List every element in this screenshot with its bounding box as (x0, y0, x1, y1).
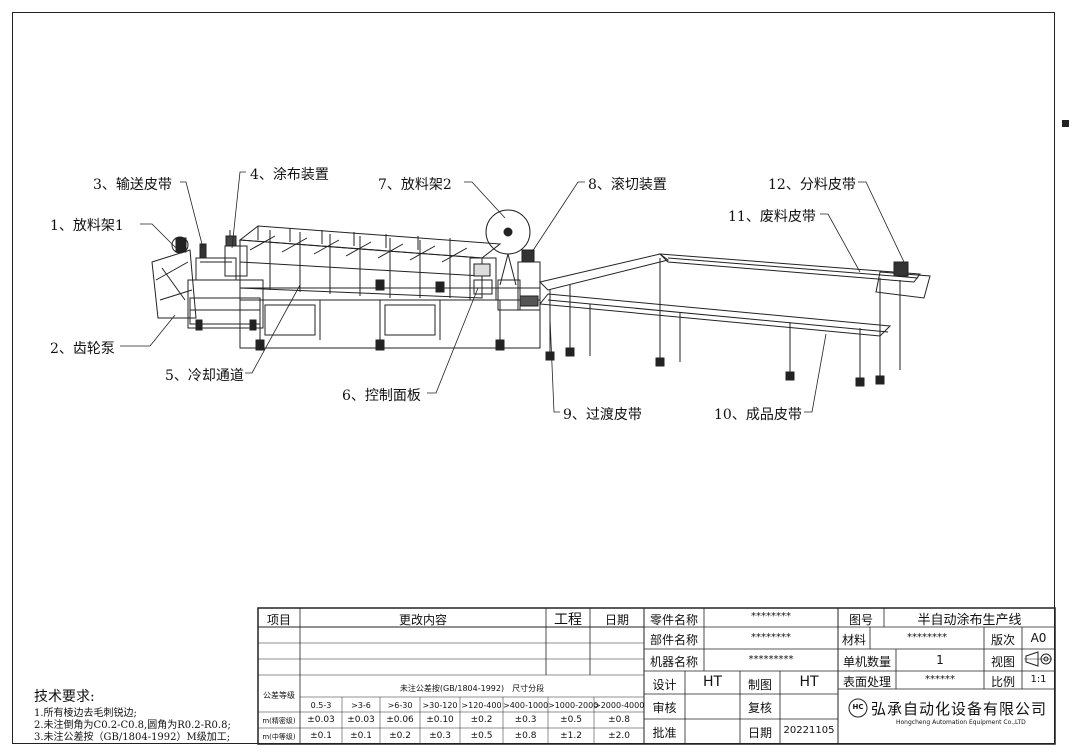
design-label: 设计 (652, 678, 677, 692)
distribution-belt (875, 261, 931, 299)
machine-name-value: ********* (748, 654, 794, 665)
tolerance-cell: ±0.03 (307, 715, 335, 725)
tolerance-range: >1000-2000 (548, 701, 599, 710)
registration-mark (1062, 120, 1069, 127)
rev-header-item: 项目 (266, 613, 291, 627)
drawing-number-label: 图号 (848, 613, 873, 627)
recheck-label: 复核 (747, 701, 772, 715)
control-panel (469, 257, 497, 301)
tolerance-cell: ±0.8 (608, 715, 630, 725)
machine-base-left (187, 279, 264, 331)
machine-name-label: 机器名称 (649, 655, 698, 669)
label-rotary-cutter: 8、滚切装置 (588, 177, 667, 193)
quantity-value: 1 (936, 653, 944, 667)
tech-requirement-2: 2.未注倒角为C0.2-C0.8,圆角为R0.2-R0.8; (34, 720, 231, 731)
material-value: ******** (907, 632, 947, 643)
cooling-tunnel (238, 225, 502, 299)
rev-header-eng: 工程 (554, 612, 582, 628)
tolerance-range: >400-1000 (503, 701, 549, 710)
tech-requirement-1: 1.所有棱边去毛刺锐边; (34, 708, 137, 719)
quantity-label: 单机数量 (842, 655, 891, 669)
tolerance-cell: ±0.06 (386, 715, 414, 725)
product-belt (539, 293, 892, 387)
coating-device (224, 230, 248, 277)
drawing-title: 半自动涂布生产线 (917, 613, 1022, 628)
tolerance-range: >2000-4000 (594, 701, 645, 710)
label-waste-belt: 11、废料皮带 (728, 209, 816, 225)
conveyor-belt (195, 243, 237, 281)
tech-requirement-3: 3.未注公差按（GB/1804-1992）M级加工; (34, 732, 231, 743)
designer-value: HT (702, 674, 723, 690)
tolerance-row-label: m(精密级) (262, 717, 296, 725)
label-unwinder-1: 1、放料架1 (50, 218, 124, 234)
rev-header-date: 日期 (604, 613, 629, 627)
label-transition-belt: 9、过渡皮带 (563, 407, 642, 423)
tolerance-cell: ±0.1 (350, 731, 372, 741)
unwinder-2-roll (485, 209, 531, 311)
tolerance-cell: ±2.0 (608, 731, 630, 741)
rev-header-content: 更改内容 (398, 613, 447, 627)
component-name-value: ******** (751, 632, 791, 643)
label-coating-device: 4、涂布装置 (250, 167, 329, 183)
tolerance-grade-label: 公差等级 (263, 691, 295, 700)
review-label: 审核 (652, 701, 677, 715)
tolerance-range: >120-400 (461, 701, 502, 710)
tolerance-cell: ±0.03 (347, 715, 375, 725)
label-cooling-tunnel: 5、冷却通道 (165, 368, 244, 384)
component-name-label: 部件名称 (649, 633, 698, 647)
version-value: A0 (1030, 631, 1047, 645)
part-name-value: ******** (751, 611, 791, 622)
label-product-belt: 10、成品皮带 (714, 407, 802, 423)
surface-treatment-label: 表面处理 (842, 675, 891, 689)
tolerance-cell: ±0.8 (514, 731, 537, 741)
tolerance-row-label: m(中等级) (262, 733, 296, 741)
projection-symbol-icon (1024, 651, 1052, 667)
drafter-value: HT (799, 674, 819, 690)
tolerance-cell: ±0.5 (560, 715, 582, 725)
draw-label: 制图 (747, 678, 772, 692)
tolerance-range: 0.5-3 (310, 701, 332, 710)
tolerance-range: >3-6 (351, 701, 371, 710)
tolerance-range: >30-120 (422, 701, 458, 710)
tolerance-cell: ±0.2 (389, 731, 411, 741)
date-label: 日期 (747, 726, 772, 740)
company-logo-text: HC (852, 703, 864, 711)
tolerance-cell: ±1.2 (560, 731, 582, 741)
rotary-cutter (517, 249, 541, 311)
scale-value: 1:1 (1030, 674, 1047, 685)
label-gear-pump: 2、齿轮泵 (50, 341, 115, 357)
label-unwinder-2: 7、放料架2 (378, 177, 452, 193)
date-value: 20221105 (783, 725, 835, 736)
version-label: 版次 (990, 633, 1015, 647)
label-conveyor-belt: 3、输送皮带 (93, 177, 172, 193)
tolerance-cell: ±0.2 (470, 715, 493, 725)
company-logo-icon (848, 698, 868, 718)
label-control-panel: 6、控制面板 (342, 388, 421, 404)
approve-label: 批准 (652, 726, 677, 740)
material-label: 材料 (841, 633, 866, 647)
tolerance-title: 未注公差按(GB/1804-1992) 尺寸分段 (399, 684, 545, 693)
company-name-en: Hongcheng Automation Equipment Co.,LTD (896, 719, 1026, 726)
label-distribution-belt: 12、分料皮带 (768, 177, 856, 193)
view-label: 视图 (990, 655, 1015, 669)
tolerance-cell: ±0.3 (429, 731, 451, 741)
unwinder-1 (151, 236, 197, 319)
tolerance-cell: ±0.1 (310, 731, 332, 741)
tolerance-range: >6-30 (387, 701, 413, 710)
tolerance-cell: ±0.3 (514, 715, 537, 725)
tolerance-cell: ±0.5 (470, 731, 493, 741)
company-name-cn: 弘承自动化设备有限公司 (871, 700, 1048, 718)
surface-treatment-value: ****** (925, 674, 955, 685)
tech-requirements-title: 技术要求: (34, 689, 95, 705)
tolerance-cell: ±0.10 (426, 715, 454, 725)
part-name-label: 零件名称 (649, 613, 698, 627)
scale-label: 比例 (990, 675, 1015, 689)
